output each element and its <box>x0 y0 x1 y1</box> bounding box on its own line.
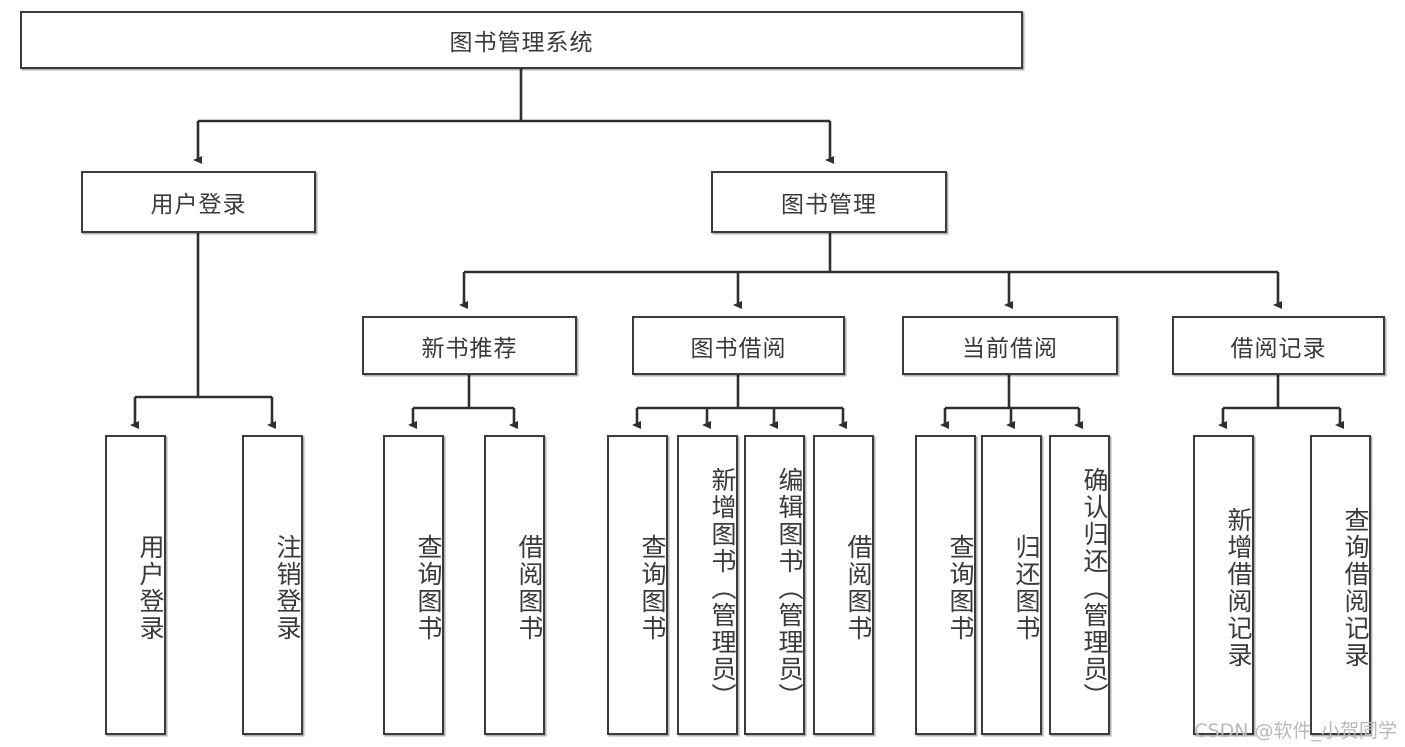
leaf-borrow-book[interactable]: 借阅图书 <box>813 435 874 735</box>
node-label: 查询图书 <box>946 534 975 642</box>
leaf-query-book-current[interactable]: 查询图书 <box>915 435 976 735</box>
node-label: 新增图书（管理员） <box>708 466 737 710</box>
node-label: 用户登录 <box>136 534 165 642</box>
node-root-system[interactable]: 图书管理系统 <box>20 11 1023 69</box>
node-borrow-records[interactable]: 借阅记录 <box>1172 316 1385 375</box>
leaf-return-book[interactable]: 归还图书 <box>981 435 1042 735</box>
node-user-login[interactable]: 用户登录 <box>81 171 316 233</box>
leaf-add-borrow-record[interactable]: 新增借阅记录 <box>1193 435 1254 735</box>
node-label: 注销登录 <box>273 534 302 642</box>
leaf-add-book-admin[interactable]: 新增图书（管理员） <box>677 435 738 735</box>
node-label: 用户登录 <box>150 192 247 218</box>
node-book-management[interactable]: 图书管理 <box>711 171 947 233</box>
leaf-confirm-return-admin[interactable]: 确认归还（管理员） <box>1049 435 1110 735</box>
node-label: 编辑图书（管理员） <box>775 466 804 710</box>
leaf-query-book-recommend[interactable]: 查询图书 <box>383 435 444 735</box>
node-label: 查询图书 <box>638 534 667 642</box>
node-label: 借阅图书 <box>515 534 544 642</box>
node-current-borrow[interactable]: 当前借阅 <box>902 316 1118 375</box>
leaf-query-book[interactable]: 查询图书 <box>607 435 668 735</box>
node-label: 新书推荐 <box>421 335 518 362</box>
node-label: 当前借阅 <box>962 335 1058 362</box>
node-label: 确认归还（管理员） <box>1080 466 1109 710</box>
node-book-borrow[interactable]: 图书借阅 <box>632 316 845 375</box>
node-label: 借阅记录 <box>1230 335 1327 362</box>
node-label: 归还图书 <box>1012 534 1041 642</box>
leaf-user-login[interactable]: 用户登录 <box>105 435 166 735</box>
watermark: CSDN @软件_小贺同学 <box>1194 720 1397 742</box>
node-label: 图书管理系统 <box>449 30 594 56</box>
leaf-query-borrow-record[interactable]: 查询借阅记录 <box>1310 435 1371 735</box>
node-label: 查询图书 <box>414 534 443 642</box>
node-label: 图书借阅 <box>690 335 787 362</box>
leaf-logout[interactable]: 注销登录 <box>242 435 303 735</box>
node-label: 图书管理 <box>781 192 877 218</box>
node-new-book-recommend[interactable]: 新书推荐 <box>362 316 577 375</box>
node-label: 借阅图书 <box>844 534 873 642</box>
leaf-edit-book-admin[interactable]: 编辑图书（管理员） <box>744 435 805 735</box>
node-label: 新增借阅记录 <box>1224 507 1253 669</box>
node-label: 查询借阅记录 <box>1341 507 1370 669</box>
leaf-borrow-book-recommend[interactable]: 借阅图书 <box>484 435 545 735</box>
